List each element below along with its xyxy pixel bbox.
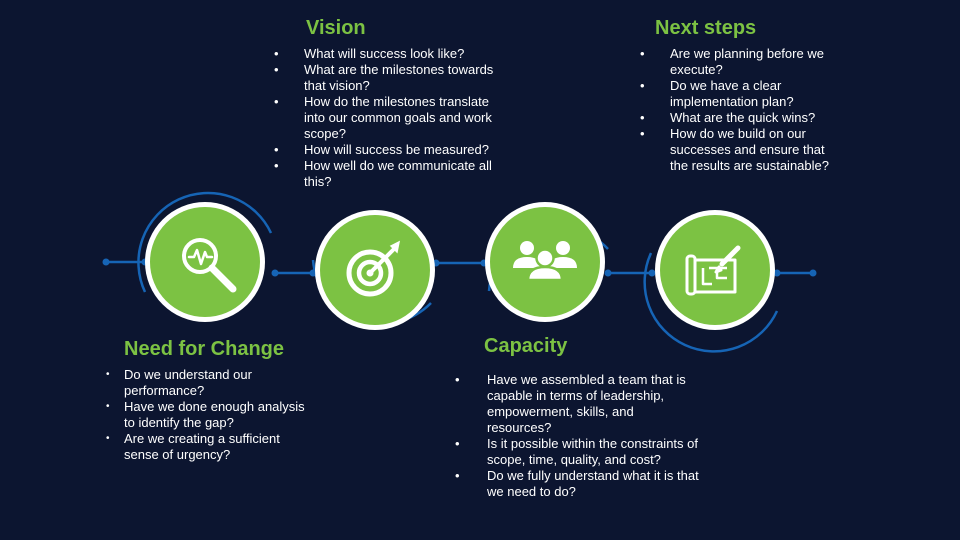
blueprint-pencil-icon — [685, 245, 741, 296]
connector-dot — [271, 269, 279, 277]
bullet-item: Do we understand our performance? — [104, 367, 314, 399]
bullet-item: Have we done enough analysis to identify… — [104, 399, 314, 431]
connector-dot — [102, 258, 110, 266]
bullet-item: How will success be measured? — [270, 142, 510, 158]
bullet-item: What will success look like? — [270, 46, 510, 62]
bullet-item: How well do we communicate all this? — [270, 158, 510, 190]
stage-block-vision: Vision What will success look like?What … — [270, 17, 510, 190]
connector-dot — [809, 269, 817, 277]
stage-block-next-steps: Next steps Are we planning before we exe… — [636, 17, 846, 174]
bullet-list-capacity: Have we assembled a team that is capable… — [451, 372, 701, 500]
connector-dot — [648, 269, 656, 277]
target-arrow-icon — [346, 240, 401, 297]
ring-arc-1 — [137, 191, 273, 293]
stage-circle-next-steps — [655, 210, 775, 330]
bullet-item: What are the quick wins? — [636, 110, 846, 126]
stage-title-vision: Vision — [306, 17, 366, 39]
magnifier-pulse-icon — [182, 238, 237, 293]
bullet-item: Are we planning before we execute? — [636, 46, 846, 78]
bullet-item: How do we build on our successes and ens… — [636, 126, 846, 174]
bullet-item: Do we fully understand what it is that w… — [451, 468, 701, 500]
team-people-icon — [513, 241, 577, 282]
stage-title-next-steps: Next steps — [655, 17, 757, 39]
stage-circle-need-for-change — [145, 202, 265, 322]
bullet-item: Do we have a clear implementation plan? — [636, 78, 846, 110]
bullet-item: What are the milestones towards that vis… — [270, 62, 510, 94]
stage-block-capacity: Capacity Have we assembled a team that i… — [451, 335, 701, 500]
stage-title-need-for-change: Need for Change — [124, 338, 285, 360]
bullet-list-need-for-change: Do we understand our performance?Have we… — [104, 367, 314, 463]
connector-dot — [773, 269, 781, 277]
bullet-item: Is it possible within the constraints of… — [451, 436, 701, 468]
bullet-list-next-steps: Are we planning before we execute?Do we … — [636, 46, 846, 174]
bullet-item: Are we creating a sufficient sense of ur… — [104, 431, 314, 463]
stage-title-capacity: Capacity — [484, 335, 568, 357]
ring-arc-4 — [643, 252, 779, 353]
connector-dot — [604, 269, 612, 277]
stage-block-need-for-change: Need for Change Do we understand our per… — [104, 338, 314, 463]
bullet-item: Have we assembled a team that is capable… — [451, 372, 701, 436]
bullet-item: How do the milestones translate into our… — [270, 94, 510, 142]
bullet-list-vision: What will success look like?What are the… — [270, 46, 510, 190]
